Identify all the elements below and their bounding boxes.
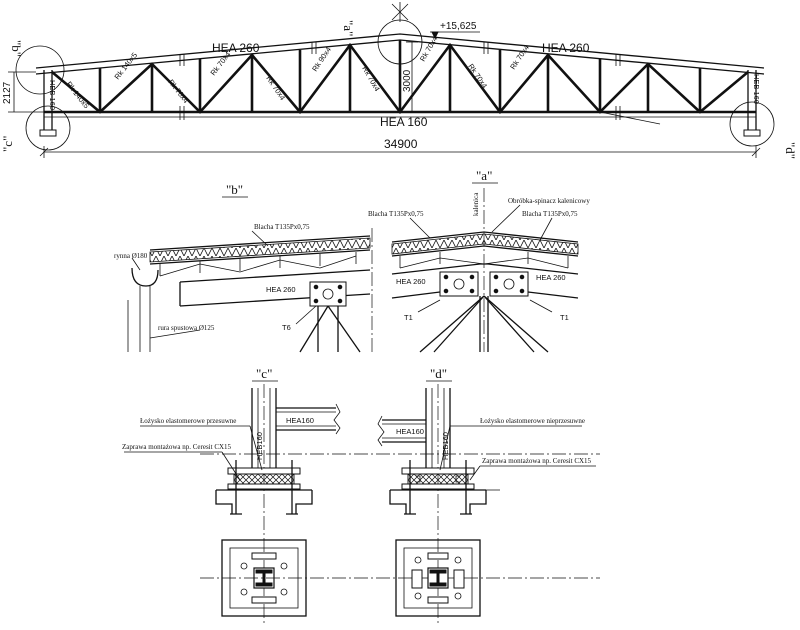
detail-b-purlins xyxy=(159,252,357,277)
detail-d-mortar-label: Zaprawa montażowa np. Ceresit CX15 xyxy=(482,457,592,465)
detail-b-roof-panel xyxy=(149,235,371,265)
detail-a-beam-right-label: HEA 260 xyxy=(536,273,566,282)
detail-b-plate-label: T6 xyxy=(282,323,291,332)
detail-b-gutter-icon xyxy=(131,267,159,287)
detail-b-beam-label: HEA 260 xyxy=(266,285,296,294)
detail-a: "a" kalenica xyxy=(368,168,590,353)
web-members xyxy=(51,40,749,115)
detail-a-leaders xyxy=(409,204,553,313)
detail-c-mortar-label: Zaprawa montażowa np. Ceresit CX15 xyxy=(122,443,232,451)
span-label: 34900 xyxy=(384,137,418,151)
ridge-marker-icon xyxy=(391,2,409,22)
top-chord-left-label: HEA 260 xyxy=(212,41,260,55)
detail-a-roof-panel xyxy=(391,231,579,257)
detail-a-sheet-left-label: Blacha T135Px0,75 xyxy=(368,210,424,218)
detail-c: "c" xyxy=(122,366,600,626)
detail-b-leaders xyxy=(131,230,317,339)
detail-a-beam-left-label: HEA 260 xyxy=(396,277,426,286)
detail-a-sheet-right-label: Blacha T135Px0,75 xyxy=(522,210,578,218)
height-dimension-mid xyxy=(406,41,418,112)
height-left-label: 2127 xyxy=(2,81,13,104)
detail-a-plate-left-label: T1 xyxy=(404,313,413,322)
truss-elevation: HEA 260 HEA 260 HEA 160 34900 +15,625 21… xyxy=(0,2,798,159)
detail-d-plan xyxy=(395,539,481,617)
detail-a-plate-right-label: T1 xyxy=(560,313,569,322)
detail-a-web xyxy=(419,295,549,353)
bottom-chord-label: HEA 160 xyxy=(380,115,428,129)
elevation-marker-icon xyxy=(430,31,480,40)
detail-b-sheet-label: Blacha T135Px0,75 xyxy=(254,223,310,231)
detail-c-beam-stub xyxy=(276,403,341,435)
bearing-plate-right xyxy=(743,129,761,137)
column-left xyxy=(43,70,53,130)
detail-d-column-label: HEB160 xyxy=(441,432,450,460)
diagonal-member-label: Rk 70x4 xyxy=(466,62,489,90)
detail-b: "b" xyxy=(114,182,373,353)
callout-circle-b xyxy=(15,45,65,95)
bearing-plate-left xyxy=(39,129,57,137)
callout-circle-c xyxy=(25,105,71,151)
detail-d-title: "d" xyxy=(430,366,447,381)
detail-b-gutter-label: rynna Ø180 xyxy=(114,252,148,260)
detail-d-column xyxy=(425,388,451,468)
detail-a-ridge-label: Obróbka-spinacz kalenicowy xyxy=(508,197,590,205)
detail-d-beam-label: HEA160 xyxy=(396,427,424,436)
detail-a-title: "a" xyxy=(476,168,492,183)
detail-c-bearing-label: Łożysko elastomerowe przesuwne xyxy=(140,417,236,425)
detail-a-gusset-right xyxy=(489,271,529,297)
detail-d-bearing-label: Łożysko elastomerowe nieprzesuwne xyxy=(480,417,585,425)
detail-c-pedestal xyxy=(215,489,313,514)
callout-label-b: "b" xyxy=(9,40,24,57)
column-right-label: HEB 160 xyxy=(752,74,761,104)
leader-right xyxy=(599,111,661,125)
top-chord-right-label: HEA 260 xyxy=(542,41,590,55)
callout-label-a: "a" xyxy=(341,20,356,36)
detail-b-downpipe xyxy=(127,286,151,352)
detail-c-leaders xyxy=(124,425,263,481)
column-left-label: HEB 160 xyxy=(48,80,57,110)
column-right xyxy=(747,70,757,130)
detail-d-leaders xyxy=(439,425,596,491)
detail-d: "d" xyxy=(377,366,596,626)
diagonal-member-label: Rk 70x4 xyxy=(508,43,531,71)
diagonal-member-label: Rk 140x5 xyxy=(64,80,91,111)
diagonal-member-label: Rk 70x4 xyxy=(166,78,190,105)
detail-d-base-plate xyxy=(401,467,475,490)
span-dimension xyxy=(39,146,761,158)
callout-label-d: "d" xyxy=(783,142,798,159)
detail-d-beam-stub xyxy=(377,415,426,447)
detail-a-beams xyxy=(391,263,579,299)
detail-c-base-plate xyxy=(227,467,301,490)
detail-b-column xyxy=(299,305,361,353)
detail-c-column xyxy=(251,388,277,468)
height-mid-label: 3000 xyxy=(402,69,413,92)
detail-b-gusset xyxy=(309,281,347,307)
detail-c-title: "c" xyxy=(256,366,272,381)
detail-c-beam-label: HEA160 xyxy=(286,416,314,425)
detail-a-gusset-left xyxy=(439,271,479,297)
height-dimension-left xyxy=(8,71,44,113)
diagonal-member-label: Rk 90x4 xyxy=(310,45,333,73)
splice-marks xyxy=(179,42,621,120)
detail-d-pedestal xyxy=(389,489,487,514)
callout-circle-d xyxy=(729,101,775,147)
diagonal-member-label: Rk 70x4 xyxy=(264,74,287,102)
diagonal-member-label: Rk 70x4 xyxy=(360,65,382,93)
detail-a-kalenica-label: kalenica xyxy=(472,192,480,216)
detail-c-column-label: HEB160 xyxy=(255,432,264,460)
detail-b-title: "b" xyxy=(226,182,243,197)
detail-b-downpipe-label: rura spustowa Ø125 xyxy=(158,324,215,332)
callout-label-c: "c" xyxy=(0,136,15,152)
elevation-label: +15,625 xyxy=(440,21,477,32)
